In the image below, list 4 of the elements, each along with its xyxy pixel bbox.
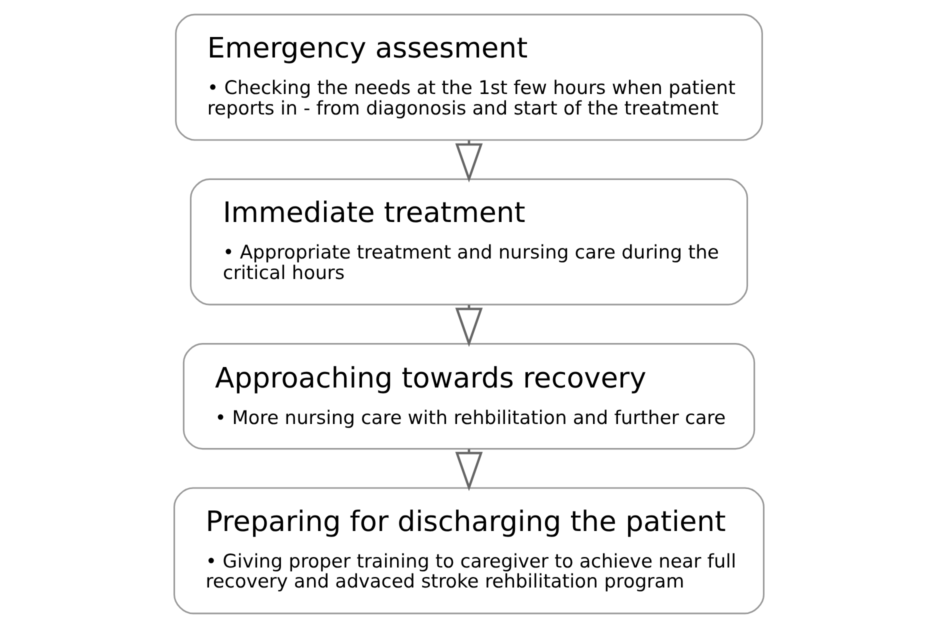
node-box: Immediate treatment • Appropriate treatment and nursing care during the critical hours [189,178,748,306]
node-box: Approaching towards recovery • More nursing care with rehbilitation and further care [182,343,755,450]
node-box: Emergency assesment • Checking the needs at the 1st few hours when patient reports in - from diagonosis and start of the treatment [174,14,762,141]
node-box: Preparing for discharging the patient • Giving proper training to caregiver to achieve near full recovery and advaced stroke rehbilitation program [172,487,764,614]
